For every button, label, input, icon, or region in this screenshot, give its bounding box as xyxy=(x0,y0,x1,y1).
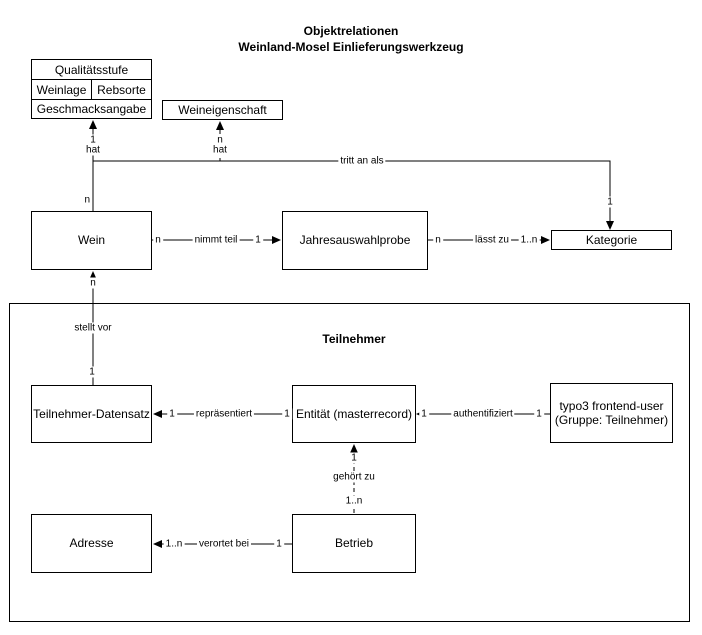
card-stellt-vor-far: 1 xyxy=(87,366,97,378)
arrow-up-hat-qualitaet-icon xyxy=(89,120,97,129)
card-stellt-vor-near: n xyxy=(88,277,98,289)
entity-weinlage: Weinlage xyxy=(32,80,92,99)
entity-geschmacksangabe: Geschmacksangabe xyxy=(36,102,147,116)
card-tritt-an-als: 1 xyxy=(605,196,615,208)
card-authentifiziert-left: 1 xyxy=(419,408,429,420)
title-line-2: Weinland-Mosel Einlieferungswerkzeug xyxy=(238,39,464,54)
card-verortet-bei-left: 1..n xyxy=(163,538,185,550)
arrow-right-laesst-zu-icon xyxy=(541,236,550,244)
entity-weineigenschaft: Weineigenschaft xyxy=(162,100,283,120)
label-laesst-zu: lässt zu xyxy=(473,234,511,246)
card-hat-qualitaet-near: 1 xyxy=(88,134,98,146)
title-line-1: Objektrelationen xyxy=(303,24,399,38)
entity-rebsorte: Rebsorte xyxy=(97,82,146,97)
label-gehoert-zu: gehört zu xyxy=(331,471,377,483)
card-hat-eigenschaft-near: n xyxy=(215,134,225,146)
card-laesst-zu-right: 1..n xyxy=(518,234,540,246)
label-verortet-bei: verortet bei xyxy=(196,538,252,550)
card-verortet-bei-right: 1 xyxy=(274,538,284,550)
arrow-down-tritt-an-als-icon xyxy=(606,221,614,230)
card-laesst-zu-left: n xyxy=(433,234,443,246)
arrow-up-hat-eigenschaft-icon xyxy=(216,121,224,130)
label-nimmt-teil: nimmt teil xyxy=(192,234,240,246)
diagram-title: Objektrelationen Weinland-Mosel Einliefe… xyxy=(0,24,702,55)
entity-teilnehmer-datensatz: Teilnehmer-Datensatz xyxy=(31,385,152,443)
entity-qualitaetsstufe: Qualitätsstufe xyxy=(32,60,151,80)
card-repraesentiert-left: 1 xyxy=(167,408,177,420)
entity-kategorie: Kategorie xyxy=(551,230,672,250)
card-hat-qualitaet-far: n xyxy=(82,194,92,206)
label-authentifiziert: authentifiziert xyxy=(451,408,515,420)
typo3-line-2: (Gruppe: Teilnehmer) xyxy=(554,413,669,427)
label-hat-eigenschaft: hat xyxy=(211,144,229,156)
card-nimmt-teil-left: n xyxy=(153,234,163,246)
entity-jahresauswahlprobe: Jahresauswahlprobe xyxy=(282,211,428,270)
arrow-right-nimmt-teil-icon xyxy=(272,236,281,244)
label-stellt-vor: stellt vor xyxy=(72,322,114,334)
card-nimmt-teil-right: 1 xyxy=(253,234,263,246)
entity-entitaet-masterrecord: Entität (masterrecord) xyxy=(292,385,416,443)
wein-attributes-box: Qualitätsstufe Weinlage Rebsorte Geschma… xyxy=(31,59,152,119)
label-repraesentiert: repräsentiert xyxy=(193,408,255,420)
entity-adresse: Adresse xyxy=(31,514,152,573)
card-gehoert-zu-near: 1 xyxy=(349,452,359,464)
teilnehmer-section-label: Teilnehmer xyxy=(322,332,386,346)
weinlage-rebsorte-row: Weinlage Rebsorte xyxy=(32,80,151,100)
entity-wein: Wein xyxy=(31,211,152,270)
entity-betrieb: Betrieb xyxy=(292,514,416,573)
typo3-line-1: typo3 frontend-user xyxy=(559,398,664,413)
entity-typo3-frontend-user: typo3 frontend-user (Gruppe: Teilnehmer) xyxy=(550,383,673,443)
label-tritt-an-als: tritt an als xyxy=(338,155,386,167)
card-gehoert-zu-far: 1..n xyxy=(343,495,365,507)
card-repraesentiert-right: 1 xyxy=(282,408,292,420)
label-hat-qualitaet: hat xyxy=(84,144,102,156)
card-authentifiziert-right: 1 xyxy=(534,408,544,420)
teilnehmer-container xyxy=(9,303,690,622)
